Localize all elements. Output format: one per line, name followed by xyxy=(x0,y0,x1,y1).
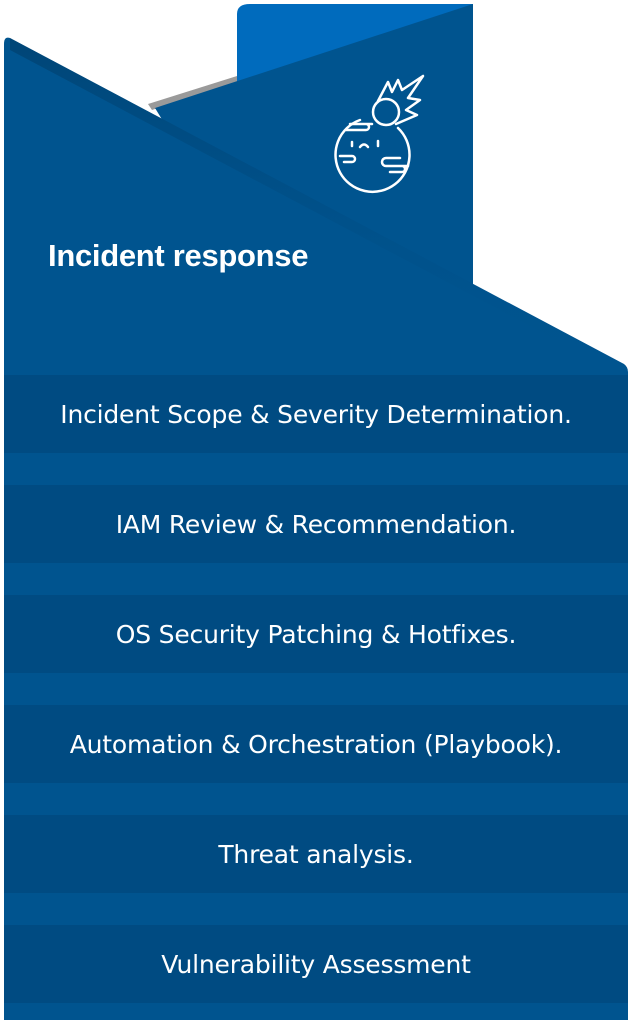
list-item: Threat analysis. xyxy=(4,815,628,893)
list-item-label: Vulnerability Assessment xyxy=(161,949,471,979)
back-panel-gray-edge xyxy=(148,76,237,110)
list-item: Vulnerability Assessment xyxy=(4,925,628,1003)
list-item: Automation & Orchestration (Playbook). xyxy=(4,705,628,783)
page-title: Incident response xyxy=(48,238,309,273)
list-item-label: Threat analysis. xyxy=(218,839,414,869)
list-item-label: OS Security Patching & Hotfixes. xyxy=(115,619,517,649)
list-item: Incident Scope & Severity Determination. xyxy=(4,375,628,453)
list-item: IAM Review & Recommendation. xyxy=(4,485,628,563)
list-item-label: Incident Scope & Severity Determination. xyxy=(60,399,572,429)
list-item: OS Security Patching & Hotfixes. xyxy=(4,595,628,673)
diagonal-shadow xyxy=(10,38,624,376)
list-item-label: IAM Review & Recommendation. xyxy=(115,509,517,539)
list-item-label: Automation & Orchestration (Playbook). xyxy=(69,729,563,759)
planet-comet-icon xyxy=(334,74,425,193)
